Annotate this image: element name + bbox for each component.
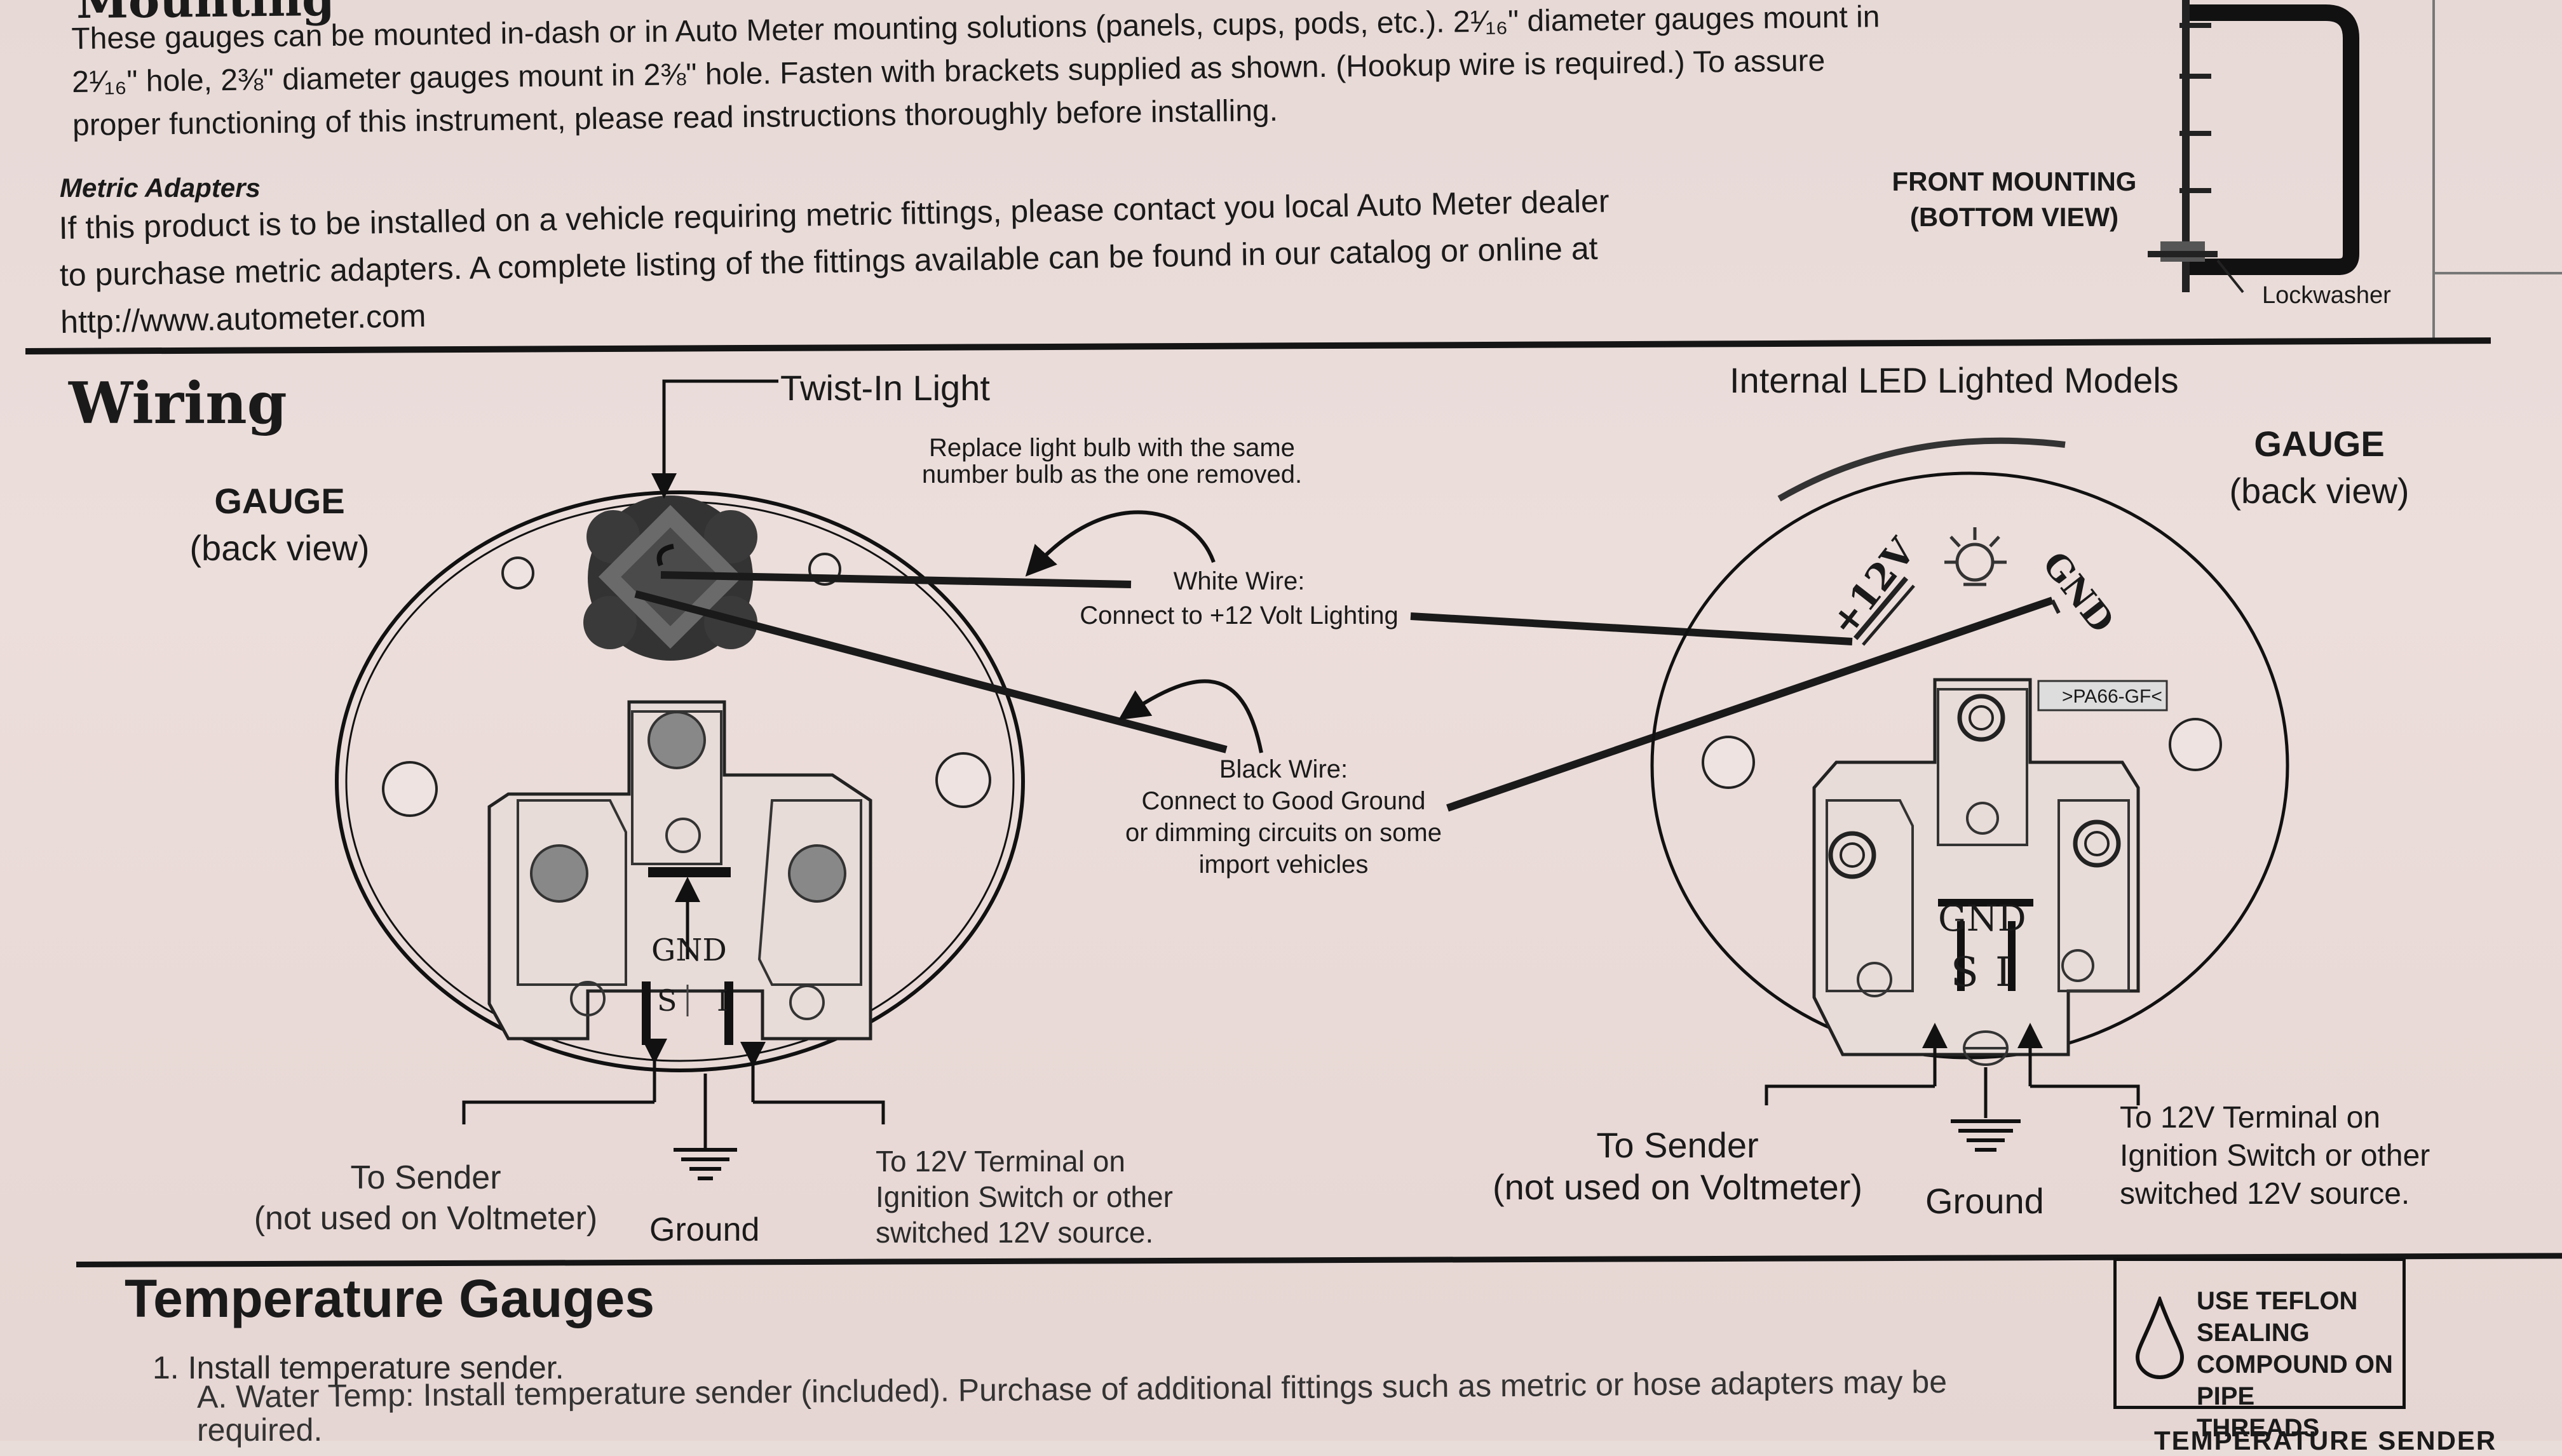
teflon-note-text: USE TEFLON SEALING COMPOUND ON PIPE THRE… <box>2197 1285 2403 1444</box>
left-ign-line-2: Ignition Switch or other <box>876 1180 1173 1213</box>
left-terminal-block <box>487 700 872 1045</box>
black-wire-line-3: or dimming circuits on some <box>1125 819 1442 847</box>
right-gnd-label: GND <box>1938 898 2026 940</box>
teflon-line-2: COMPOUND ON PIPE <box>2197 1351 2393 1410</box>
front-mounting-line-2: (BOTTOM VIEW) <box>1909 202 2119 232</box>
teflon-line-1: USE TEFLON SEALING <box>2197 1287 2358 1347</box>
left-ground-label: Ground <box>649 1211 760 1248</box>
part-tag-label: >PA66-GF< <box>2062 686 2162 707</box>
internal-led-label: Internal LED Lighted Models <box>1730 360 2179 400</box>
wiring-diagram <box>335 379 2289 1180</box>
black-wire-line-4: import vehicles <box>1198 851 1369 879</box>
left-sender-line-1: To Sender <box>350 1159 501 1196</box>
led-light-icon <box>1944 527 2007 586</box>
right-ign-line-1: To 12V Terminal on <box>2120 1101 2381 1135</box>
temperature-step-1: 1. Install temperature sender. <box>152 1350 564 1385</box>
left-gauge-title: GAUGE (back view) <box>165 478 394 572</box>
white-wire-line-1: White Wire: <box>1173 567 1305 595</box>
white-wire-note: White Wire: Connect to +12 Volt Lighting <box>1042 564 1436 633</box>
right-sender-line-1: To Sender <box>1596 1125 1759 1165</box>
left-ign-line-1: To 12V Terminal on <box>876 1145 1125 1178</box>
right-i-label: I <box>1995 949 2012 996</box>
white-wire-line-2: Connect to +12 Volt Lighting <box>1080 602 1399 630</box>
lockwasher-label: Lockwasher <box>2262 282 2391 309</box>
right-terminal-block <box>1812 678 2168 1066</box>
replace-bulb-line-1: Replace light bulb with the same <box>929 434 1295 462</box>
droplet-icon <box>2135 1297 2185 1379</box>
front-mounting-label: FRONT MOUNTING (BOTTOM VIEW) <box>1868 164 2160 235</box>
left-s-label: S <box>657 983 677 1018</box>
right-s-label: S <box>1951 949 1979 996</box>
left-i-label: I <box>717 983 729 1018</box>
right-gauge-subtitle: (back view) <box>2229 471 2410 511</box>
temperature-heading: Temperature Gauges <box>125 1269 655 1328</box>
right-ignition-label: To 12V Terminal on Ignition Switch or ot… <box>2120 1099 2430 1213</box>
black-wire-line-1: Black Wire: <box>1219 755 1348 783</box>
metric-adapters-heading: Metric Adapters <box>60 173 261 203</box>
left-gauge-subtitle: (back view) <box>189 528 370 568</box>
right-ign-line-3: switched 12V source. <box>2120 1177 2410 1211</box>
temperature-step-1a-cont: required. <box>197 1412 323 1448</box>
black-wire-note: Black Wire: Connect to Good Ground or di… <box>1093 753 1474 880</box>
mounting-paragraph: These gauges can be mounted in-dash or i… <box>71 0 2118 147</box>
left-ignition-label: To 12V Terminal on Ignition Switch or ot… <box>876 1143 1173 1250</box>
left-ground-symbol <box>674 1148 737 1180</box>
right-gauge-title-line: GAUGE <box>2254 424 2385 464</box>
right-gauge-title: GAUGE (back view) <box>2205 421 2434 515</box>
left-gnd-label: GND <box>651 933 727 968</box>
temperature-sender-heading: TEMPERATURE SENDER <box>2154 1426 2497 1455</box>
left-ign-line-3: switched 12V source. <box>876 1216 1154 1249</box>
right-ign-line-2: Ignition Switch or other <box>2120 1139 2430 1173</box>
left-sender-line-2: (not used on Voltmeter) <box>254 1200 598 1237</box>
left-to-sender-label: To Sender (not used on Voltmeter) <box>229 1157 623 1239</box>
twist-in-light-label: Twist-In Light <box>780 368 990 408</box>
right-ground-symbol <box>1951 1119 2021 1152</box>
black-wire-line-2: Connect to Good Ground <box>1141 787 1426 815</box>
left-gauge-title-line: GAUGE <box>214 481 345 521</box>
wiring-heading: Wiring <box>69 370 287 437</box>
right-ground-label: Ground <box>1925 1181 2044 1221</box>
replace-bulb-note: Replace light bulb with the same number … <box>890 435 1334 488</box>
teflon-note-box: USE TEFLON SEALING COMPOUND ON PIPE THRE… <box>2113 1258 2406 1442</box>
front-mounting-line-1: FRONT MOUNTING <box>1892 166 2137 196</box>
right-sender-line-2: (not used on Voltmeter) <box>1492 1167 1863 1207</box>
right-gauge-drawing <box>1650 437 2289 1152</box>
right-to-sender-label: To Sender (not used on Voltmeter) <box>1474 1124 1881 1208</box>
left-gauge-drawing <box>335 379 1025 1180</box>
front-mounting-diagram <box>2148 0 2562 343</box>
replace-bulb-line-2: number bulb as the one removed. <box>921 461 1303 489</box>
teflon-line-3: THREADS <box>2197 1414 2320 1442</box>
